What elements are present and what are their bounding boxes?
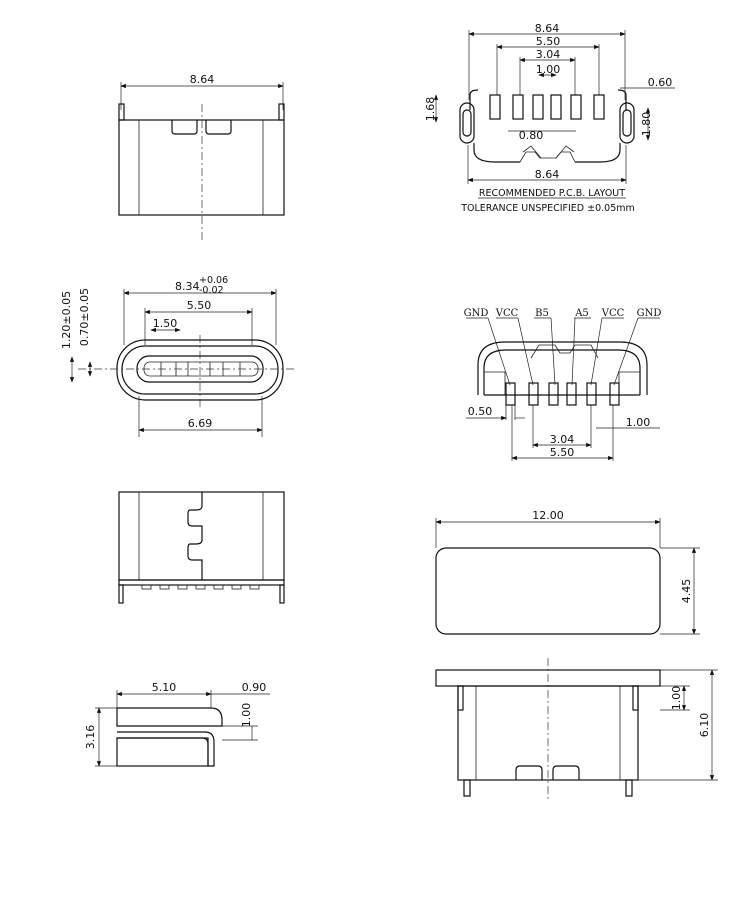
dim-550-pins: 5.50 [550, 446, 575, 459]
dim-168: 1.68 [424, 97, 437, 122]
pcb-caption: RECOMMENDED P.C.B. LAYOUT [479, 188, 625, 199]
pin-label-gnd-left: GND [464, 308, 489, 319]
view-top-front: 8.64 [118, 73, 285, 240]
pin-label-vcc-right: VCC [601, 308, 625, 319]
view-pin-labels: GND VCC B5 A5 VCC GND 0.50 [464, 308, 662, 461]
dim-316: 3.16 [84, 725, 97, 750]
dim-834: 8.34 [175, 280, 200, 293]
dim-864-top: 8.64 [535, 22, 560, 35]
dim-100: 1.00 [536, 63, 561, 76]
dim-060: 0.60 [648, 76, 673, 89]
dim-550: 5.50 [536, 35, 561, 48]
pin-label-vcc-left: VCC [495, 308, 519, 319]
dim-120: 1.20±0.05 [60, 291, 73, 349]
dim-510: 5.10 [152, 681, 177, 694]
pin-tabs-bottom [141, 584, 260, 590]
pin-label-b5: B5 [535, 308, 549, 319]
view-front-opening: 8.34 +0.06 -0.02 5.50 1.50 1.20±0.05 0.7… [60, 275, 295, 437]
dim-100-mount: 1.00 [670, 686, 683, 711]
pin-label-a5: A5 [574, 308, 589, 319]
pin-label-gnd-right: GND [637, 308, 662, 319]
dim-864-bottom: 8.64 [535, 168, 560, 181]
dim-070: 0.70±0.05 [78, 288, 91, 346]
view-side-profile: 5.10 0.90 1.00 3.16 [84, 681, 270, 767]
dim-100-pins: 1.00 [626, 416, 651, 429]
dim-180: 1.80 [640, 112, 653, 137]
dim-445: 4.45 [680, 579, 693, 604]
view-pad: 12.00 4.45 [435, 509, 700, 635]
dim-050: 0.50 [468, 405, 493, 418]
dim-150: 1.50 [153, 317, 178, 330]
tol-plus: +0.06 [199, 275, 228, 286]
dim-304: 3.04 [536, 48, 561, 61]
tol-minus: -0.02 [199, 285, 224, 296]
dim-610: 6.10 [698, 713, 711, 738]
dim-550-front: 5.50 [187, 299, 212, 312]
tolerance-caption: TOLERANCE UNSPECIFIED ±0.05mm [460, 203, 635, 214]
dim-080: 0.80 [519, 129, 544, 142]
view-front-mount: 1.00 6.10 [435, 658, 718, 800]
dim-304-pins: 3.04 [550, 433, 575, 446]
view-pcb-layout: 8.64 5.50 3.04 1.00 0.60 1.68 1.80 [424, 22, 675, 214]
dim-1200: 12.00 [532, 509, 564, 522]
dim-090: 0.90 [242, 681, 267, 694]
dim-669: 6.69 [188, 417, 213, 430]
width-label: 8.64 [190, 73, 215, 86]
dim-100-side: 1.00 [240, 703, 253, 728]
view-body-top [118, 491, 285, 604]
